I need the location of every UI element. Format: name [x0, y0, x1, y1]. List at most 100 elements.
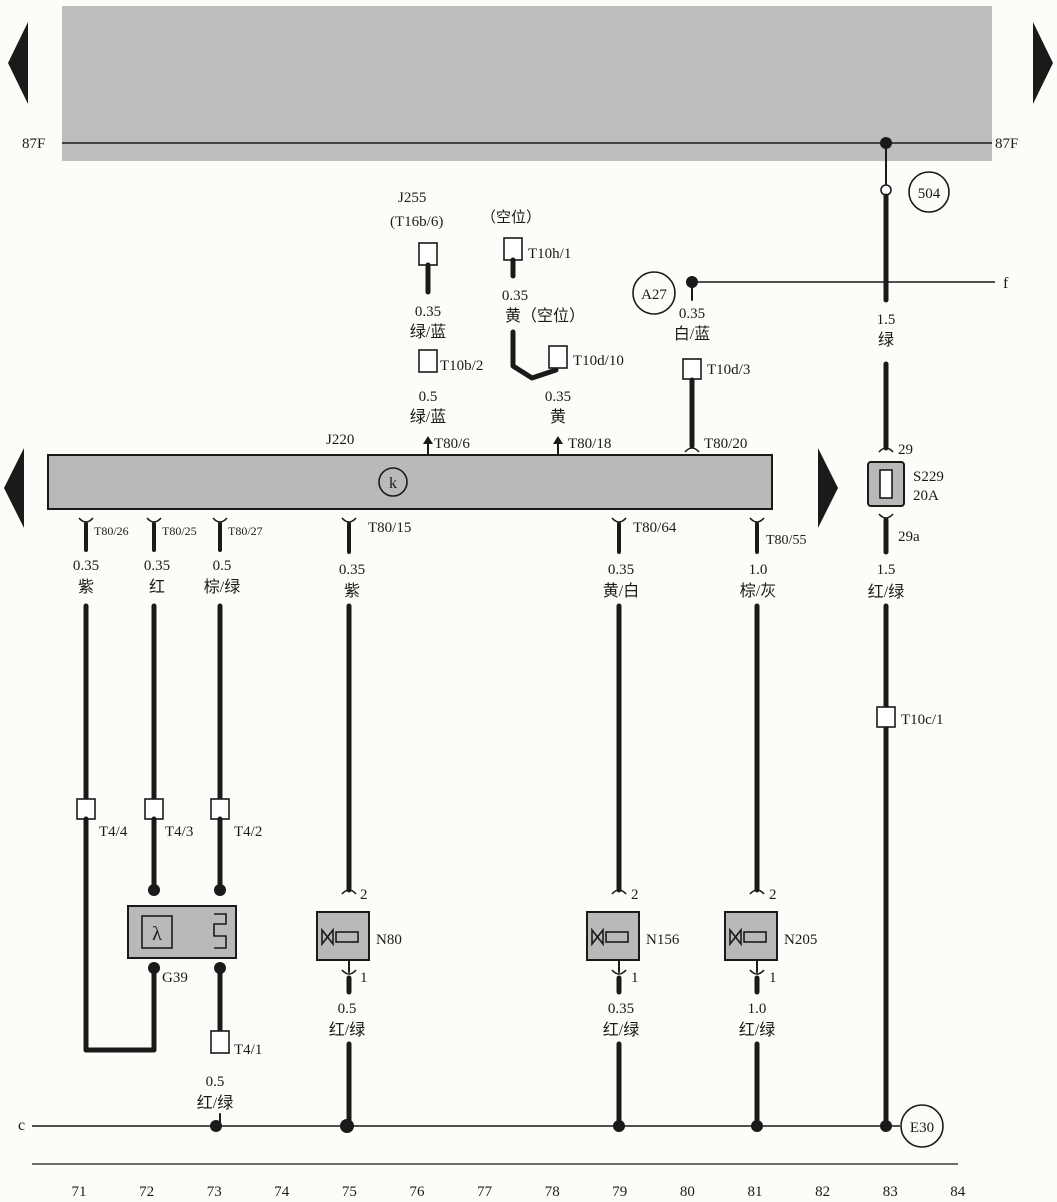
g39-ground-color: 红/绿	[197, 1094, 233, 1112]
valve-icon	[591, 927, 604, 947]
pin-stubs	[84, 522, 759, 554]
connector-t10c1	[876, 706, 896, 728]
n205-pin-top: 2	[769, 887, 777, 903]
wire-78b-size: 0.35	[545, 389, 571, 405]
ref-504-label: 504	[918, 186, 941, 202]
fuse-pin-in: 29	[898, 442, 913, 458]
bus-87f-left-label: 87F	[22, 136, 45, 152]
connector-t10d10	[548, 345, 568, 369]
wire-71-color: 紫	[78, 578, 94, 596]
wire-78b-color: 黄	[550, 408, 566, 426]
pin-t80-64: T80/64	[633, 520, 677, 536]
wire-76a-size: 0.35	[415, 304, 441, 320]
column-number: 75	[342, 1184, 357, 1200]
column-number: 84	[950, 1184, 966, 1200]
wire-71-size: 0.35	[73, 558, 99, 574]
arrow-left-top-icon	[8, 22, 28, 104]
pin-t80-18: T80/18	[568, 436, 611, 452]
connector-t10b2-label: T10b/2	[440, 358, 483, 374]
pin-t80-25: T80/25	[162, 524, 197, 538]
connector-t4-1	[210, 1030, 230, 1054]
wire-76a-color: 绿/蓝	[410, 323, 446, 341]
connector-t4-3-label: T4/3	[165, 824, 193, 840]
ref-f: f	[1003, 275, 1009, 292]
column-number: 76	[410, 1184, 426, 1200]
valve-n156	[586, 911, 640, 961]
t16b6-label: (T16b/6)	[390, 214, 443, 230]
ecu-symbol	[378, 467, 408, 497]
column-number: 82	[815, 1184, 830, 1200]
ref-c: c	[18, 1117, 25, 1134]
g39-ground-size: 0.5	[206, 1074, 225, 1090]
top-panel	[62, 6, 992, 161]
wire-75-color: 紫	[344, 582, 360, 600]
connector-t10h1	[503, 237, 523, 261]
column-number: 79	[612, 1184, 627, 1200]
column-number: 77	[477, 1184, 493, 1200]
connector-j255	[418, 242, 438, 266]
wire-83a-size: 1.5	[877, 312, 896, 328]
pin-t80-6: T80/6	[434, 436, 470, 452]
connector-t10d10-label: T10d/10	[573, 353, 624, 369]
n156-pin-top: 2	[631, 887, 639, 903]
wire-78a-color: 黄（空位）	[505, 307, 585, 325]
valve-n205-label: N205	[784, 932, 817, 948]
arrow-right-ecu-icon	[818, 448, 838, 528]
wire-78a-size: 0.35	[502, 288, 528, 304]
wire-76b-color: 绿/蓝	[410, 408, 446, 426]
wire-73-size: 0.5	[213, 558, 232, 574]
pin-t80-20: T80/20	[704, 436, 747, 452]
n205-ground-size: 1.0	[748, 1001, 767, 1017]
wire-73-color: 棕/绿	[204, 578, 240, 596]
wire-83a-color: 绿	[878, 331, 894, 349]
fuse-pin-out: 29a	[898, 529, 920, 545]
n156-ground-size: 0.35	[608, 1001, 634, 1017]
wire-81-size: 1.0	[749, 562, 768, 578]
valve-n156-label: N156	[646, 932, 680, 948]
g39-label: G39	[162, 970, 188, 986]
wire-75-size: 0.35	[339, 562, 365, 578]
svg-text:λ: λ	[152, 923, 162, 945]
valve-n80	[316, 911, 370, 961]
bus-87f-right-label: 87F	[995, 136, 1018, 152]
wire-80-color: 白/蓝	[674, 325, 710, 343]
connector-t4-2-label: T4/2	[234, 824, 262, 840]
wire-76b-size: 0.5	[419, 389, 438, 405]
n80-ground-size: 0.5	[338, 1001, 357, 1017]
valve-n80-label: N80	[376, 932, 402, 948]
pin-t80-55: T80/55	[766, 533, 806, 548]
column-number: 81	[748, 1184, 763, 1200]
column-number: 83	[883, 1184, 898, 1200]
pin-t80-27: T80/27	[228, 524, 263, 538]
ref-e30-label: E30	[910, 1120, 934, 1136]
ref-a27	[632, 271, 676, 315]
column-number: 72	[139, 1184, 154, 1200]
connector-t10h1-label: T10h/1	[528, 246, 571, 262]
n80-pin-top: 2	[360, 887, 368, 903]
j255-label: J255	[398, 190, 426, 206]
empty-position-label: （空位）	[481, 209, 541, 226]
ecu-j220	[47, 454, 773, 510]
ref-a27-label: A27	[641, 287, 667, 303]
lambda-icon	[141, 915, 173, 949]
fuse-rating: 20A	[913, 488, 939, 504]
valve-icon	[321, 927, 334, 947]
wire-83-color: 红/绿	[868, 583, 904, 601]
ecu-symbol-label: k	[389, 475, 397, 492]
wire-72-color: 红	[149, 578, 165, 596]
connector-t10b2	[418, 349, 438, 373]
wire-79-color: 黄/白	[603, 582, 639, 600]
column-number: 80	[680, 1184, 695, 1200]
j220-label: J220	[326, 432, 354, 448]
connector-t4-2	[210, 798, 230, 820]
ref-e30	[900, 1104, 944, 1148]
connector-t4-3	[144, 798, 164, 820]
column-number: 73	[207, 1184, 222, 1200]
arrow-right-top-icon	[1033, 22, 1053, 104]
connector-t10d3-label: T10d/3	[707, 362, 750, 378]
n156-pin-bottom: 1	[631, 970, 639, 986]
connector-t4-4-label: T4/4	[99, 824, 128, 840]
column-number: 74	[274, 1184, 290, 1200]
heater-icon	[213, 913, 227, 949]
ref-504	[908, 171, 950, 213]
